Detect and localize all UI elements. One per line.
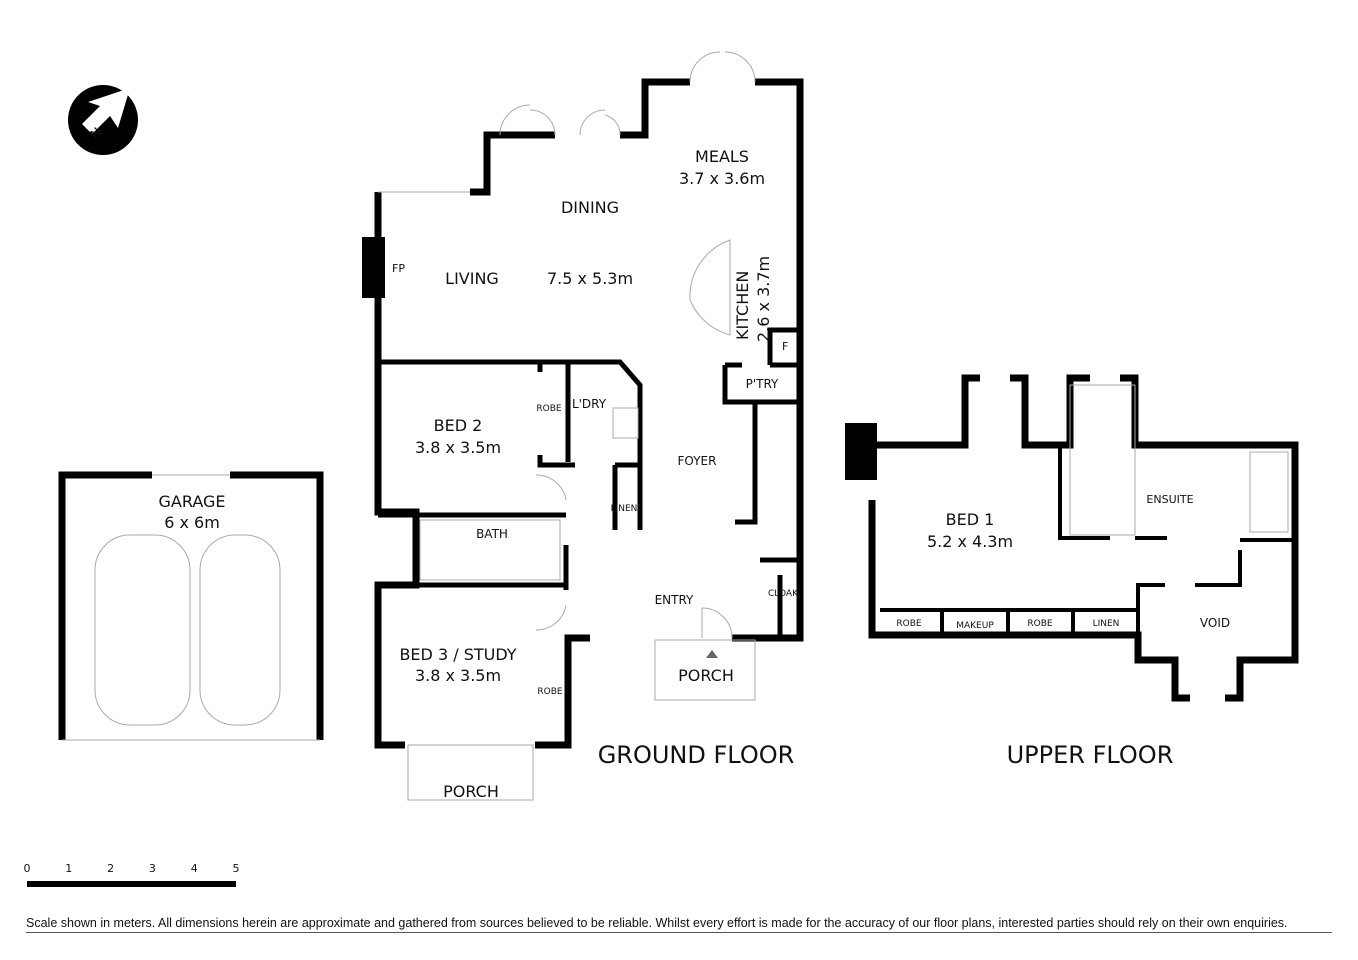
car-icon <box>199 534 281 726</box>
living-size: 7.5 x 5.3m <box>547 269 633 288</box>
disclaimer-text: Scale shown in meters. All dimensions he… <box>26 916 1332 933</box>
bath-label: BATH <box>476 527 508 541</box>
bed1-name: BED 1 <box>946 510 995 529</box>
ground-floor-plan: MEALS 3.7 x 3.6m DINING LIVING 7.5 x 5.3… <box>362 51 804 801</box>
makeup-label: MAKEUP <box>956 621 994 631</box>
scale-tick-label: 0 <box>24 862 31 875</box>
foyer-label: FOYER <box>678 454 717 468</box>
scale-tick-label: 4 <box>191 862 198 875</box>
chimney <box>845 423 877 480</box>
entry-arrow-icon <box>706 650 718 658</box>
bed3-name: BED 3 / STUDY <box>399 645 516 664</box>
bed2-size: 3.8 x 3.5m <box>415 438 501 457</box>
living-name: LIVING <box>445 269 499 288</box>
bed2-name: BED 2 <box>434 416 483 435</box>
garage-size: 6 x 6m <box>164 513 220 532</box>
porch2-label: PORCH <box>443 782 499 801</box>
robe3-label: ROBE <box>537 687 563 697</box>
dining-name: DINING <box>561 198 619 217</box>
scale-bar: 0 1 2 3 4 5 <box>24 862 240 887</box>
cloak-label: CLOAK <box>768 589 799 599</box>
pantry-label: P'TRY <box>746 377 779 391</box>
kitchen-size: 2.6 x 3.7m <box>754 256 773 342</box>
bed3-size: 3.8 x 3.5m <box>415 666 501 685</box>
upper-floor-plan: BED 1 5.2 x 4.3m ENSUITE ROBE MAKEUP ROB… <box>845 374 1299 769</box>
meals-size: 3.7 x 3.6m <box>679 169 765 188</box>
fridge-label: F <box>782 340 788 353</box>
kitchen-name: KITCHEN <box>733 271 752 340</box>
linen-label: LINEN <box>611 504 638 514</box>
bed1-size: 5.2 x 4.3m <box>927 532 1013 551</box>
upper-floor-title: UPPER FLOOR <box>1007 741 1174 769</box>
robe-a-label: ROBE <box>896 619 922 629</box>
scale-tick-label: 3 <box>149 862 156 875</box>
north-arrow-icon: N <box>68 85 138 155</box>
meals-name: MEALS <box>695 147 749 166</box>
laundry-label: L'DRY <box>572 397 607 411</box>
robe-label: ROBE <box>536 404 562 414</box>
porch-label: PORCH <box>678 666 734 685</box>
fireplace-label: FP <box>392 262 405 275</box>
entry-label: ENTRY <box>655 593 694 607</box>
scale-tick-label: 1 <box>65 862 72 875</box>
garage-name: GARAGE <box>159 492 226 511</box>
robe-b-label: ROBE <box>1027 619 1053 629</box>
ensuite-label: ENSUITE <box>1146 493 1193 506</box>
garage-plan: GARAGE 6 x 6m <box>58 471 324 741</box>
upper-linen-label: LINEN <box>1093 619 1120 629</box>
car-icon <box>94 534 191 726</box>
void-label: VOID <box>1200 616 1230 630</box>
fireplace <box>362 237 385 298</box>
scale-tick-label: 2 <box>107 862 114 875</box>
scale-tick-label: 5 <box>233 862 240 875</box>
ground-floor-title: GROUND FLOOR <box>598 741 795 769</box>
